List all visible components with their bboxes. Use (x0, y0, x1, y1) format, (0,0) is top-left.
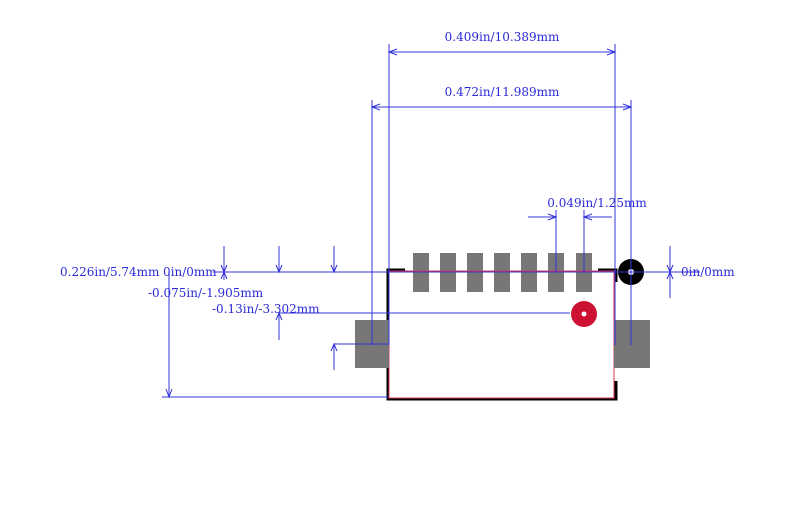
dim-arrow (220, 270, 228, 280)
dim-arrow (582, 213, 593, 221)
label-pad-pitch: 0.049in/1.25mm (547, 196, 647, 210)
silkscreen-outline (386, 268, 618, 401)
label-overall-height: 0.226in/5.74mm (60, 265, 160, 279)
dim-arrow (622, 103, 633, 111)
outline-top-right (598, 268, 618, 282)
dim-arrow (165, 388, 173, 399)
label-overall-width: 0.472in/11.989mm (445, 85, 560, 99)
outline-left-bottom (386, 268, 618, 401)
pin1-marker (571, 301, 597, 327)
dim-arrow (275, 311, 283, 321)
mount-pad-right (614, 320, 650, 368)
dim-arrow (370, 103, 381, 111)
dimension-lines (162, 44, 700, 399)
pin1-dot-center (581, 311, 587, 317)
label-mount-pad-offset: -0.13in/-3.302mm (212, 302, 320, 316)
label-origin-left: 0in/0mm (163, 265, 217, 279)
dim-arrow (666, 270, 674, 280)
dimension-labels: 0.409in/10.389mm 0.472in/11.989mm 0.049i… (60, 30, 735, 316)
mount-pads (355, 320, 650, 368)
dim-arrow (330, 342, 338, 352)
dim-arrow (330, 264, 338, 274)
dim-arrow (387, 48, 398, 56)
dim-arrow (547, 213, 558, 221)
label-pad-span: 0.409in/10.389mm (445, 30, 560, 44)
dim-arrow (606, 48, 617, 56)
label-origin-right: 0in/0mm (681, 265, 735, 279)
label-pad-row-offset: -0.075in/-1.905mm (148, 286, 264, 300)
dim-arrow (275, 264, 283, 274)
